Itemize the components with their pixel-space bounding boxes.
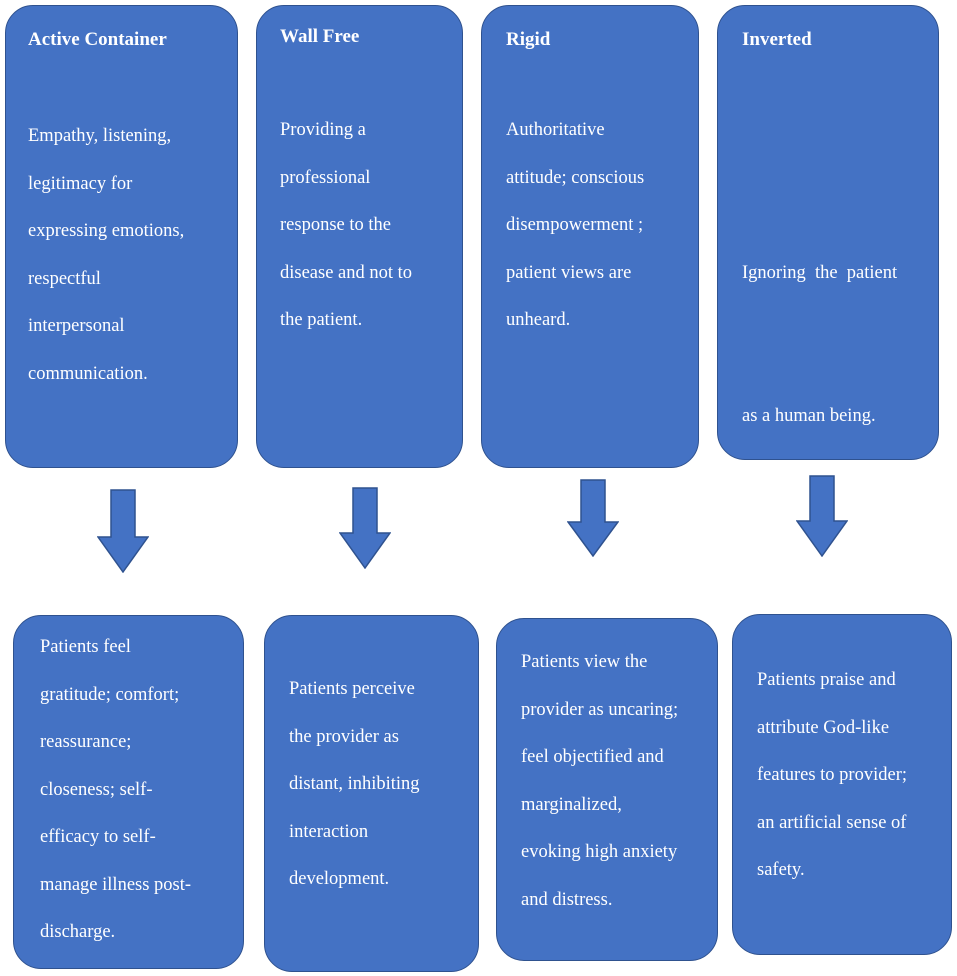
text-line: an artificial sense of — [757, 812, 907, 833]
style-description-inverted: Ignoring the patient as a human being. — [742, 155, 897, 535]
outcome-description-inverted: Patients praise and attribute God-like f… — [757, 657, 907, 895]
style-box-wall-free: Wall Free Providing a professional respo… — [256, 5, 463, 468]
outcome-description-rigid: Patients view the provider as uncaring; … — [521, 639, 678, 924]
text-line: response to the — [280, 215, 391, 235]
text-line: attitude; conscious — [506, 167, 645, 188]
text-line: evoking high anxiety — [521, 842, 678, 862]
text-line: discharge. — [40, 922, 116, 942]
text-line: the patient. — [280, 310, 363, 330]
text-line: features to provider; — [757, 765, 907, 785]
text-line: closeness; self- — [40, 779, 153, 800]
text-line: reassurance; — [40, 732, 132, 752]
outcome-box-wall-free: Patients perceive the provider as distan… — [264, 615, 479, 972]
text-line: marginalized, — [521, 794, 622, 815]
text-line: development. — [289, 869, 390, 889]
text-line: communication. — [28, 363, 148, 384]
text-line: as a human being. — [742, 405, 876, 426]
text-line: Empathy, listening, — [28, 126, 172, 146]
text-line: attribute God-like — [757, 717, 890, 738]
down-arrow-icon — [567, 479, 619, 557]
outcome-box-active-container: Patients feel gratitude; comfort; reassu… — [13, 615, 244, 969]
text-line: gratitude; comfort; — [40, 684, 180, 705]
text-line: interpersonal — [28, 316, 125, 336]
style-description-rigid: Authoritative attitude; conscious disemp… — [506, 107, 644, 345]
text-line: expressing emotions, — [28, 221, 185, 241]
text-line: the provider as — [289, 726, 399, 747]
text-line: legitimacy for — [28, 173, 133, 194]
style-title-active-container: Active Container — [28, 29, 167, 50]
text-line: and distress. — [521, 889, 613, 910]
style-box-active-container: Active Container Empathy, listening, leg… — [5, 5, 238, 468]
down-arrow-icon — [97, 489, 149, 573]
text-line: Patients perceive — [289, 679, 415, 699]
text-line: professional — [280, 167, 371, 188]
outcome-description-wall-free: Patients perceive the provider as distan… — [289, 666, 420, 904]
text-line: safety. — [757, 860, 805, 880]
down-arrow-icon — [339, 487, 391, 569]
text-line: patient views are — [506, 262, 632, 283]
text-line: manage illness post- — [40, 874, 192, 895]
text-line: distant, inhibiting — [289, 774, 420, 794]
text-line: Ignoring the patient — [742, 263, 898, 283]
style-description-wall-free: Providing a professional response to the… — [280, 107, 412, 345]
text-line: provider as uncaring; — [521, 699, 679, 720]
text-line: disempowerment ; — [506, 215, 644, 235]
style-title-rigid: Rigid — [506, 29, 551, 50]
text-line: Providing a — [280, 120, 366, 140]
style-box-rigid: Rigid Authoritative attitude; conscious … — [481, 5, 699, 468]
text-line: Authoritative — [506, 120, 605, 140]
text-line: Patients praise and — [757, 670, 896, 690]
style-title-inverted: Inverted — [742, 29, 812, 50]
text-line: unheard. — [506, 310, 571, 330]
text-line: interaction — [289, 821, 369, 842]
text-line: Patients view the — [521, 652, 648, 672]
text-line: efficacy to self- — [40, 827, 156, 847]
outcome-description-active-container: Patients feel gratitude; comfort; reassu… — [40, 624, 191, 957]
text-line: Patients feel — [40, 637, 131, 657]
text-line: disease and not to — [280, 262, 413, 283]
outcome-box-rigid: Patients view the provider as uncaring; … — [496, 618, 718, 961]
text-line: feel objectified and — [521, 747, 664, 767]
text-line: respectful — [28, 268, 101, 289]
down-arrow-icon — [796, 475, 848, 557]
outcome-box-inverted: Patients praise and attribute God-like f… — [732, 614, 952, 955]
style-box-inverted: Inverted Ignoring the patient as a human… — [717, 5, 939, 460]
style-title-wall-free: Wall Free — [280, 26, 360, 47]
style-description-active-container: Empathy, listening, legitimacy for expre… — [28, 113, 184, 398]
